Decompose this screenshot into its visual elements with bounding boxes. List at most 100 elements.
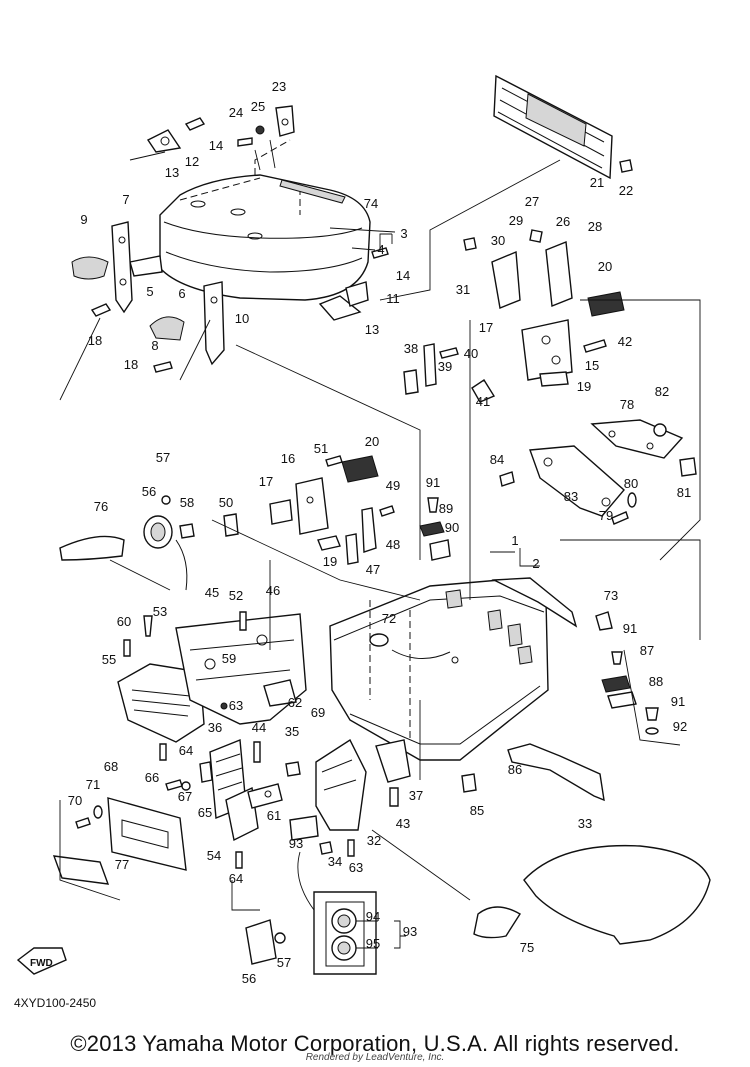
- callout-33: 33: [578, 816, 592, 831]
- trim-rail-2: [491, 577, 578, 628]
- lid-trim-strip: [279, 179, 346, 204]
- clip-58: [179, 523, 195, 539]
- callout-17: 17: [479, 320, 493, 335]
- bolt-52: [239, 611, 247, 631]
- bolt-49: [379, 505, 395, 517]
- bracket-48: [361, 507, 377, 553]
- callout-68: 68: [104, 759, 118, 774]
- bolt-53: [143, 615, 153, 637]
- callout-13: 13: [365, 322, 379, 337]
- rear-grille-panel: [493, 74, 613, 180]
- fwd-label: FWD: [30, 958, 53, 969]
- callout-92: 92: [673, 719, 687, 734]
- callout-41: 41: [476, 394, 490, 409]
- callout-6: 6: [178, 286, 185, 301]
- callout-14: 14: [396, 268, 410, 283]
- plate-19-center: [317, 535, 341, 551]
- nut-63-left: [220, 702, 228, 710]
- washer-25: [255, 125, 265, 135]
- callout-20: 20: [365, 434, 379, 449]
- spacer-38: [403, 369, 419, 395]
- bolt-51: [325, 455, 343, 467]
- callout-84: 84: [490, 452, 504, 467]
- callout-19: 19: [323, 554, 337, 569]
- bracket-47: [345, 533, 359, 565]
- callout-71: 71: [86, 777, 100, 792]
- hinge-bracket-6: [203, 281, 225, 366]
- callout-43: 43: [396, 816, 410, 831]
- mount-rail-upper: [590, 419, 684, 459]
- callout-10: 10: [235, 311, 249, 326]
- callout-5: 5: [146, 284, 153, 299]
- callout-2: 2: [532, 556, 539, 571]
- callout-78: 78: [620, 397, 634, 412]
- callout-14: 14: [209, 138, 223, 153]
- callout-91: 91: [426, 475, 440, 490]
- trim-cap-8: [149, 316, 185, 341]
- bracket-62: [263, 679, 297, 707]
- callout-22: 22: [619, 183, 633, 198]
- hinge-bracket-23: [275, 105, 295, 137]
- callout-72: 72: [382, 611, 396, 626]
- screw-22: [619, 159, 633, 173]
- callout-90: 90: [445, 520, 459, 535]
- callout-57: 57: [277, 955, 291, 970]
- callout-50: 50: [219, 495, 233, 510]
- callout-88: 88: [649, 674, 663, 689]
- hinge-assembly-right: [491, 241, 573, 387]
- callout-74: 74: [364, 196, 378, 211]
- callout-61: 61: [267, 808, 281, 823]
- callout-15: 15: [585, 358, 599, 373]
- washer-80: [627, 492, 637, 508]
- callout-26: 26: [556, 214, 570, 229]
- trim-cap-9: [71, 256, 109, 280]
- callout-60: 60: [117, 614, 131, 629]
- forward-arrow-icon: [16, 947, 67, 975]
- support-bracket-16: [295, 477, 329, 535]
- callout-18: 18: [124, 357, 138, 372]
- copyright-notice: ©2013 Yamaha Motor Corporation, U.S.A. A…: [70, 1031, 680, 1056]
- callout-38: 38: [404, 341, 418, 356]
- trunk-lid: [129, 139, 396, 301]
- callout-51: 51: [314, 441, 328, 456]
- connector-detail-inset: [297, 851, 406, 975]
- callout-4: 4: [377, 242, 384, 257]
- tail-lamp-housing-55: [117, 663, 205, 743]
- callout-62: 62: [288, 695, 302, 710]
- plate-bracket-68: [107, 797, 187, 871]
- callout-65: 65: [198, 805, 212, 820]
- callout-3: 3: [400, 226, 407, 241]
- bolt-31: [463, 237, 477, 251]
- grommet-57-lower: [274, 932, 286, 944]
- bracket-39: [423, 343, 437, 387]
- bracket-61: [247, 783, 283, 809]
- callout-52: 52: [229, 588, 243, 603]
- spacer-50: [223, 513, 239, 537]
- clip-35: [285, 761, 301, 777]
- lid-latch-upper: [129, 129, 182, 161]
- callout-19: 19: [577, 379, 591, 394]
- fwd-badge: FWD: [16, 947, 67, 975]
- callout-57: 57: [156, 450, 170, 465]
- callout-55: 55: [102, 652, 116, 667]
- lid-latch-lower: [318, 247, 389, 321]
- callout-42: 42: [618, 334, 632, 349]
- callout-87: 87: [640, 643, 654, 658]
- pad-87: [601, 675, 631, 693]
- hinge-bracket-7: [111, 221, 133, 314]
- bolt-42: [583, 339, 607, 353]
- callout-7: 7: [122, 192, 129, 207]
- callout-12: 12: [185, 154, 199, 169]
- pad-20-center: [341, 455, 379, 483]
- callout-27: 27: [525, 194, 539, 209]
- reflector-73: [595, 611, 613, 631]
- callout-63: 63: [229, 698, 243, 713]
- connector-93: [289, 815, 319, 841]
- screw-91-center: [427, 497, 439, 513]
- callout-94: 94: [366, 909, 380, 924]
- ring-61: [264, 790, 272, 798]
- pad-88: [607, 691, 637, 709]
- callout-53: 53: [153, 604, 167, 619]
